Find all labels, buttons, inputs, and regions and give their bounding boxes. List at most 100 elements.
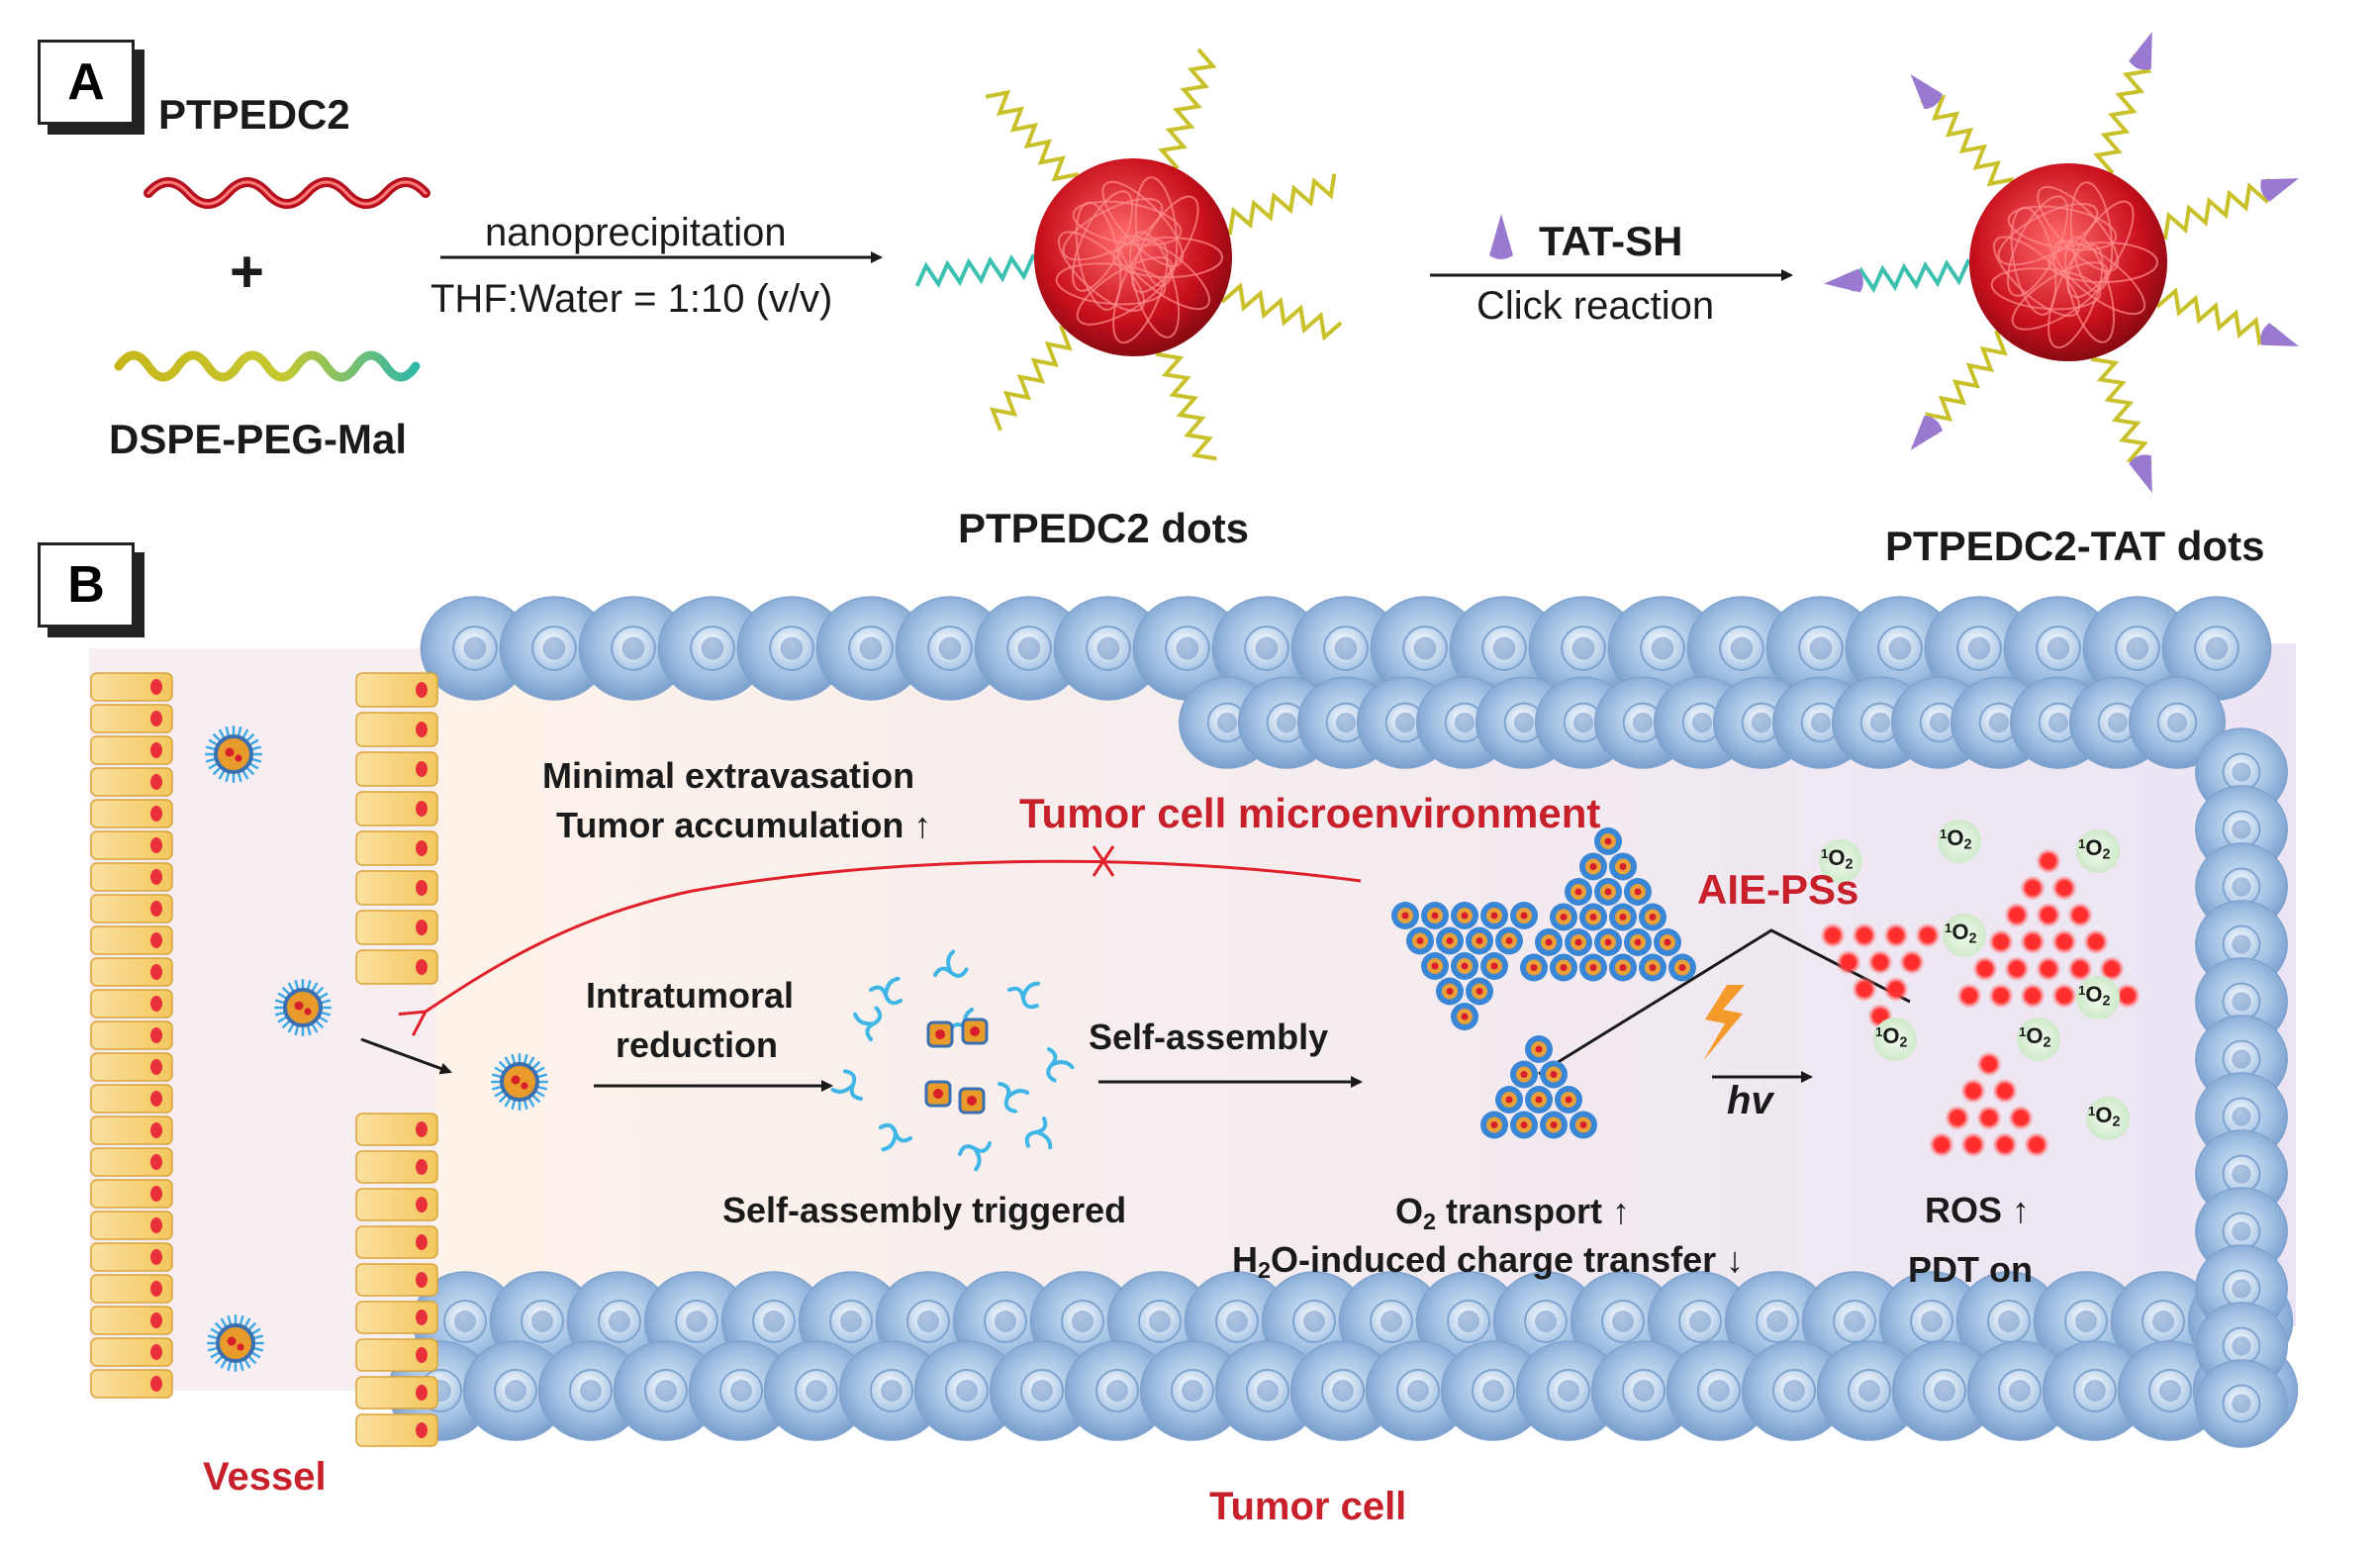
tat-cone [2260,323,2300,346]
ptpedc2-dot-particle [914,48,1343,461]
peg-chain [1924,328,2012,437]
endothelial-cell [355,1338,438,1372]
peg-chain [1920,94,2014,195]
aggregate-particle [1609,953,1637,982]
tat-cone [1910,74,1943,110]
nanoparticle [205,726,262,783]
peg-chain [1850,257,1981,294]
aie-core [961,1018,989,1045]
tumor-cell [578,596,689,701]
endothelial-cell [90,672,173,702]
ros-dot [2004,955,2030,982]
tumor-cell [763,1340,870,1441]
endothelial-cell [355,949,438,985]
endothelial-cell [355,1301,438,1334]
vessel-wall-layer [90,672,438,1447]
plus-sign: + [230,239,265,305]
singlet-oxygen-text: 1O2 [2019,1023,2051,1051]
endothelial-cell [90,1052,173,1082]
aggregate-particle [1579,852,1607,881]
intratumoral-label: Intratumoral [586,975,795,1016]
tumor-cell [1290,596,1401,701]
ros-dot [2115,983,2141,1009]
aie-core [924,1080,952,1108]
tumor-cell [1365,1340,1472,1441]
ros-dot [1976,1105,2002,1131]
aggregate-particle [1594,878,1622,906]
ros-dot [1883,976,1909,1003]
singlet-oxygen-bubble [2076,829,2120,873]
lipid-fragment [933,949,969,978]
endothelial-cell [90,830,173,860]
endothelial-cell [355,910,438,945]
ros-dot [1867,949,1893,976]
tumor-cell [1816,1340,1923,1441]
click-reaction-label: Click reaction [1476,284,1715,328]
singlet-oxygen-bubble [1819,839,1862,883]
tumor-cell [1211,596,1322,701]
aggregate-particle [1639,953,1666,982]
tumor-cell [913,1340,1020,1441]
hv-label: hv [1727,1079,1773,1122]
aggregate-particle [1609,852,1637,881]
aggregate-particle [1550,903,1577,931]
peg-chain [989,323,1077,432]
singlet-oxygen-bubble [1873,1018,1917,1061]
tumor-cell [420,596,530,701]
nanoparticles-group [205,726,548,1372]
endothelial-cell [90,957,173,987]
peg-chain [2090,344,2152,466]
aggregate-particle [1525,1086,1553,1114]
singlet-oxygen-bubble [2086,1097,2130,1140]
ros-dot [1992,1078,2018,1105]
peg-chain [1158,48,1217,176]
aggregate-particle [1639,903,1666,931]
singlet-oxygen-text: 1O2 [1821,845,1854,873]
ros-dot [2036,955,2061,982]
endothelial-cell [90,894,173,923]
tumor-cell [1132,596,1243,701]
tumor-cell [989,1340,1095,1441]
aggregate-particle [1451,902,1478,929]
lipid-fragment [957,1141,992,1172]
ros-dot [2051,983,2077,1009]
tat-sh-cone-icon [1489,214,1513,259]
disassembled-micelle [830,949,1075,1172]
endothelial-cell [355,1263,438,1297]
ptpedc2-dots-label: PTPEDC2 dots [958,505,1250,551]
endothelial-cell [355,1150,438,1184]
endothelial-cell [355,751,438,787]
endothelial-cell [355,1413,438,1447]
blocked-extravasation-arrow [398,859,1362,1036]
endothelial-cell [90,735,173,765]
ros-dot [1820,923,1846,948]
ros-label: ROS ↑ [1925,1190,2031,1230]
aggregate-particle [1624,928,1652,956]
ros-dot [1976,1051,2002,1077]
tumor-cell [2042,1340,2148,1441]
polymer-core [1034,158,1232,356]
endothelial-cell [90,1369,173,1399]
solvent-ratio-label: THF:Water = 1:10 (v/v) [430,277,833,321]
aggregate-particle [1535,928,1563,956]
endothelial-cell [90,704,173,733]
tumor-cell [688,1340,795,1441]
tumor-cell [499,596,610,701]
tumor-cell [2117,1340,2224,1441]
ros-dot [2020,983,2046,1009]
tat-cone [1910,415,1943,450]
ros-dot [2024,1131,2049,1158]
aggregate-particle [1594,928,1622,956]
aggregate-particle [1510,902,1538,929]
ros-dot [1992,1131,2018,1158]
aggregate-particle [1480,952,1508,980]
reduction-label: reduction [616,1024,779,1065]
increase-arrow: ↑ [913,805,932,845]
tumor-cell [2128,676,2227,769]
tumor-cell [815,596,926,701]
tumor-cell [974,596,1085,701]
ros-dot [2067,902,2093,928]
ros-dot [1852,976,1877,1003]
